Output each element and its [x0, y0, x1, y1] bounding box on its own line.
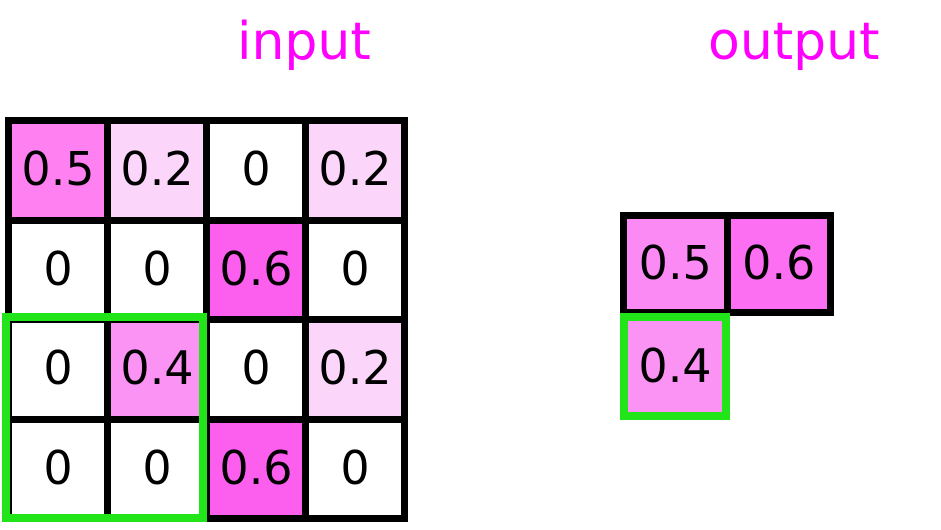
input-cell-r2c1[interactable]: 0 — [12, 223, 104, 316]
input-panel-title: input — [237, 12, 371, 72]
input-cell-r4c1[interactable]: 0 — [12, 422, 104, 515]
input-cell-value: 0.6 — [219, 440, 293, 495]
input-cell-r3c4[interactable]: 0.2 — [309, 323, 401, 416]
output-cell-value: 0.6 — [742, 236, 816, 290]
input-cell-r4c3[interactable]: 0.6 — [210, 422, 302, 515]
output-cell-value: 0.4 — [638, 338, 712, 393]
input-cell-value: 0.5 — [21, 142, 95, 197]
output-cell-value: 0.5 — [638, 236, 712, 290]
input-cell-value: 0 — [241, 142, 271, 197]
input-cell-r1c1[interactable]: 0.5 — [12, 124, 104, 217]
input-cell-r3c3[interactable]: 0 — [210, 323, 302, 416]
output-cell-r1c2[interactable]: 0.6 — [730, 219, 827, 309]
input-cell-r3c2[interactable]: 0.4 — [111, 323, 203, 416]
input-cell-value: 0.2 — [120, 142, 194, 197]
input-cell-r1c2[interactable]: 0.2 — [111, 124, 203, 217]
input-cell-r2c2[interactable]: 0 — [111, 223, 203, 316]
input-cell-value: 0 — [43, 241, 73, 296]
input-cell-value: 0 — [43, 440, 73, 495]
input-cell-value: 0 — [241, 341, 271, 396]
input-cell-value: 0.2 — [318, 142, 392, 197]
input-cell-r3c1[interactable]: 0 — [12, 323, 104, 416]
input-cell-value: 0.2 — [318, 341, 392, 396]
output-panel-title: output — [708, 12, 880, 72]
input-cell-value: 0 — [142, 440, 172, 495]
input-cell-value: 0 — [340, 440, 370, 495]
input-cell-value: 0.4 — [120, 341, 194, 396]
input-cell-r2c3[interactable]: 0.6 — [210, 223, 302, 316]
input-cell-value: 0.6 — [219, 241, 293, 296]
input-cell-r4c2[interactable]: 0 — [111, 422, 203, 515]
input-cell-value: 0 — [340, 241, 370, 296]
output-grid: 0.5 0.6 — [620, 212, 834, 316]
output-cell-r1c1[interactable]: 0.5 — [627, 219, 724, 309]
input-cell-r1c3[interactable]: 0 — [210, 124, 302, 217]
input-grid: 0.5 0.2 0 0.2 0 0 0.6 0 0 0.4 0 — [5, 117, 408, 522]
input-cell-r1c4[interactable]: 0.2 — [309, 124, 401, 217]
input-cell-value: 0 — [43, 341, 73, 396]
input-cell-r2c4[interactable]: 0 — [309, 223, 401, 316]
input-cell-r4c4[interactable]: 0 — [309, 422, 401, 515]
output-cell-r2c1[interactable]: 0.4 — [620, 313, 730, 420]
input-cell-value: 0 — [142, 241, 172, 296]
